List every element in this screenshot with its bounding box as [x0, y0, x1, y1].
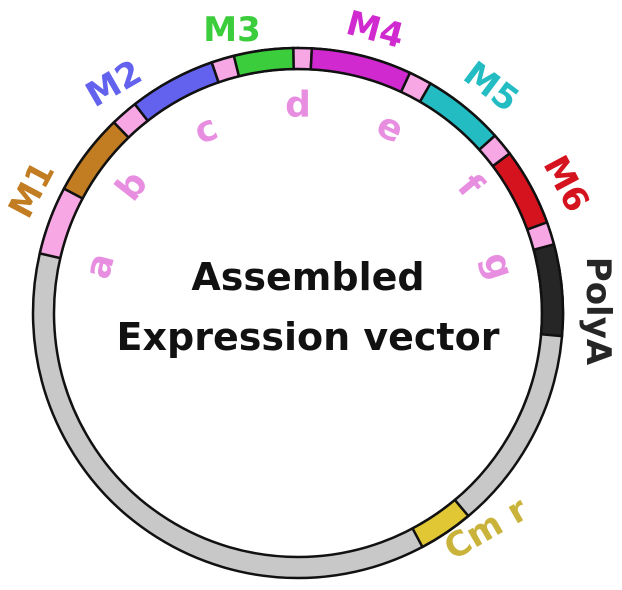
module-m3-segment — [232, 46, 296, 78]
module-cmr-segment — [410, 498, 471, 549]
label-m6: M6 — [535, 149, 597, 219]
title-line-2: Expression vector — [117, 315, 500, 359]
junction-d-segment — [292, 46, 314, 71]
label-m4: M4 — [342, 3, 408, 57]
label-m3: M3 — [203, 10, 261, 50]
title-line-1: Assembled — [191, 255, 424, 299]
junction-label-g: g — [475, 247, 522, 284]
junction-label-f: f — [449, 167, 491, 206]
junction-label-b: b — [108, 163, 156, 209]
junction-label-a: a — [77, 249, 123, 283]
junction-label-d: d — [285, 85, 311, 126]
junction-label-c: c — [188, 107, 223, 153]
label-polya: PolyA — [578, 257, 618, 366]
module-polya-segment — [532, 242, 565, 338]
junction-label-e: e — [370, 104, 409, 151]
ring-layer — [31, 46, 565, 580]
